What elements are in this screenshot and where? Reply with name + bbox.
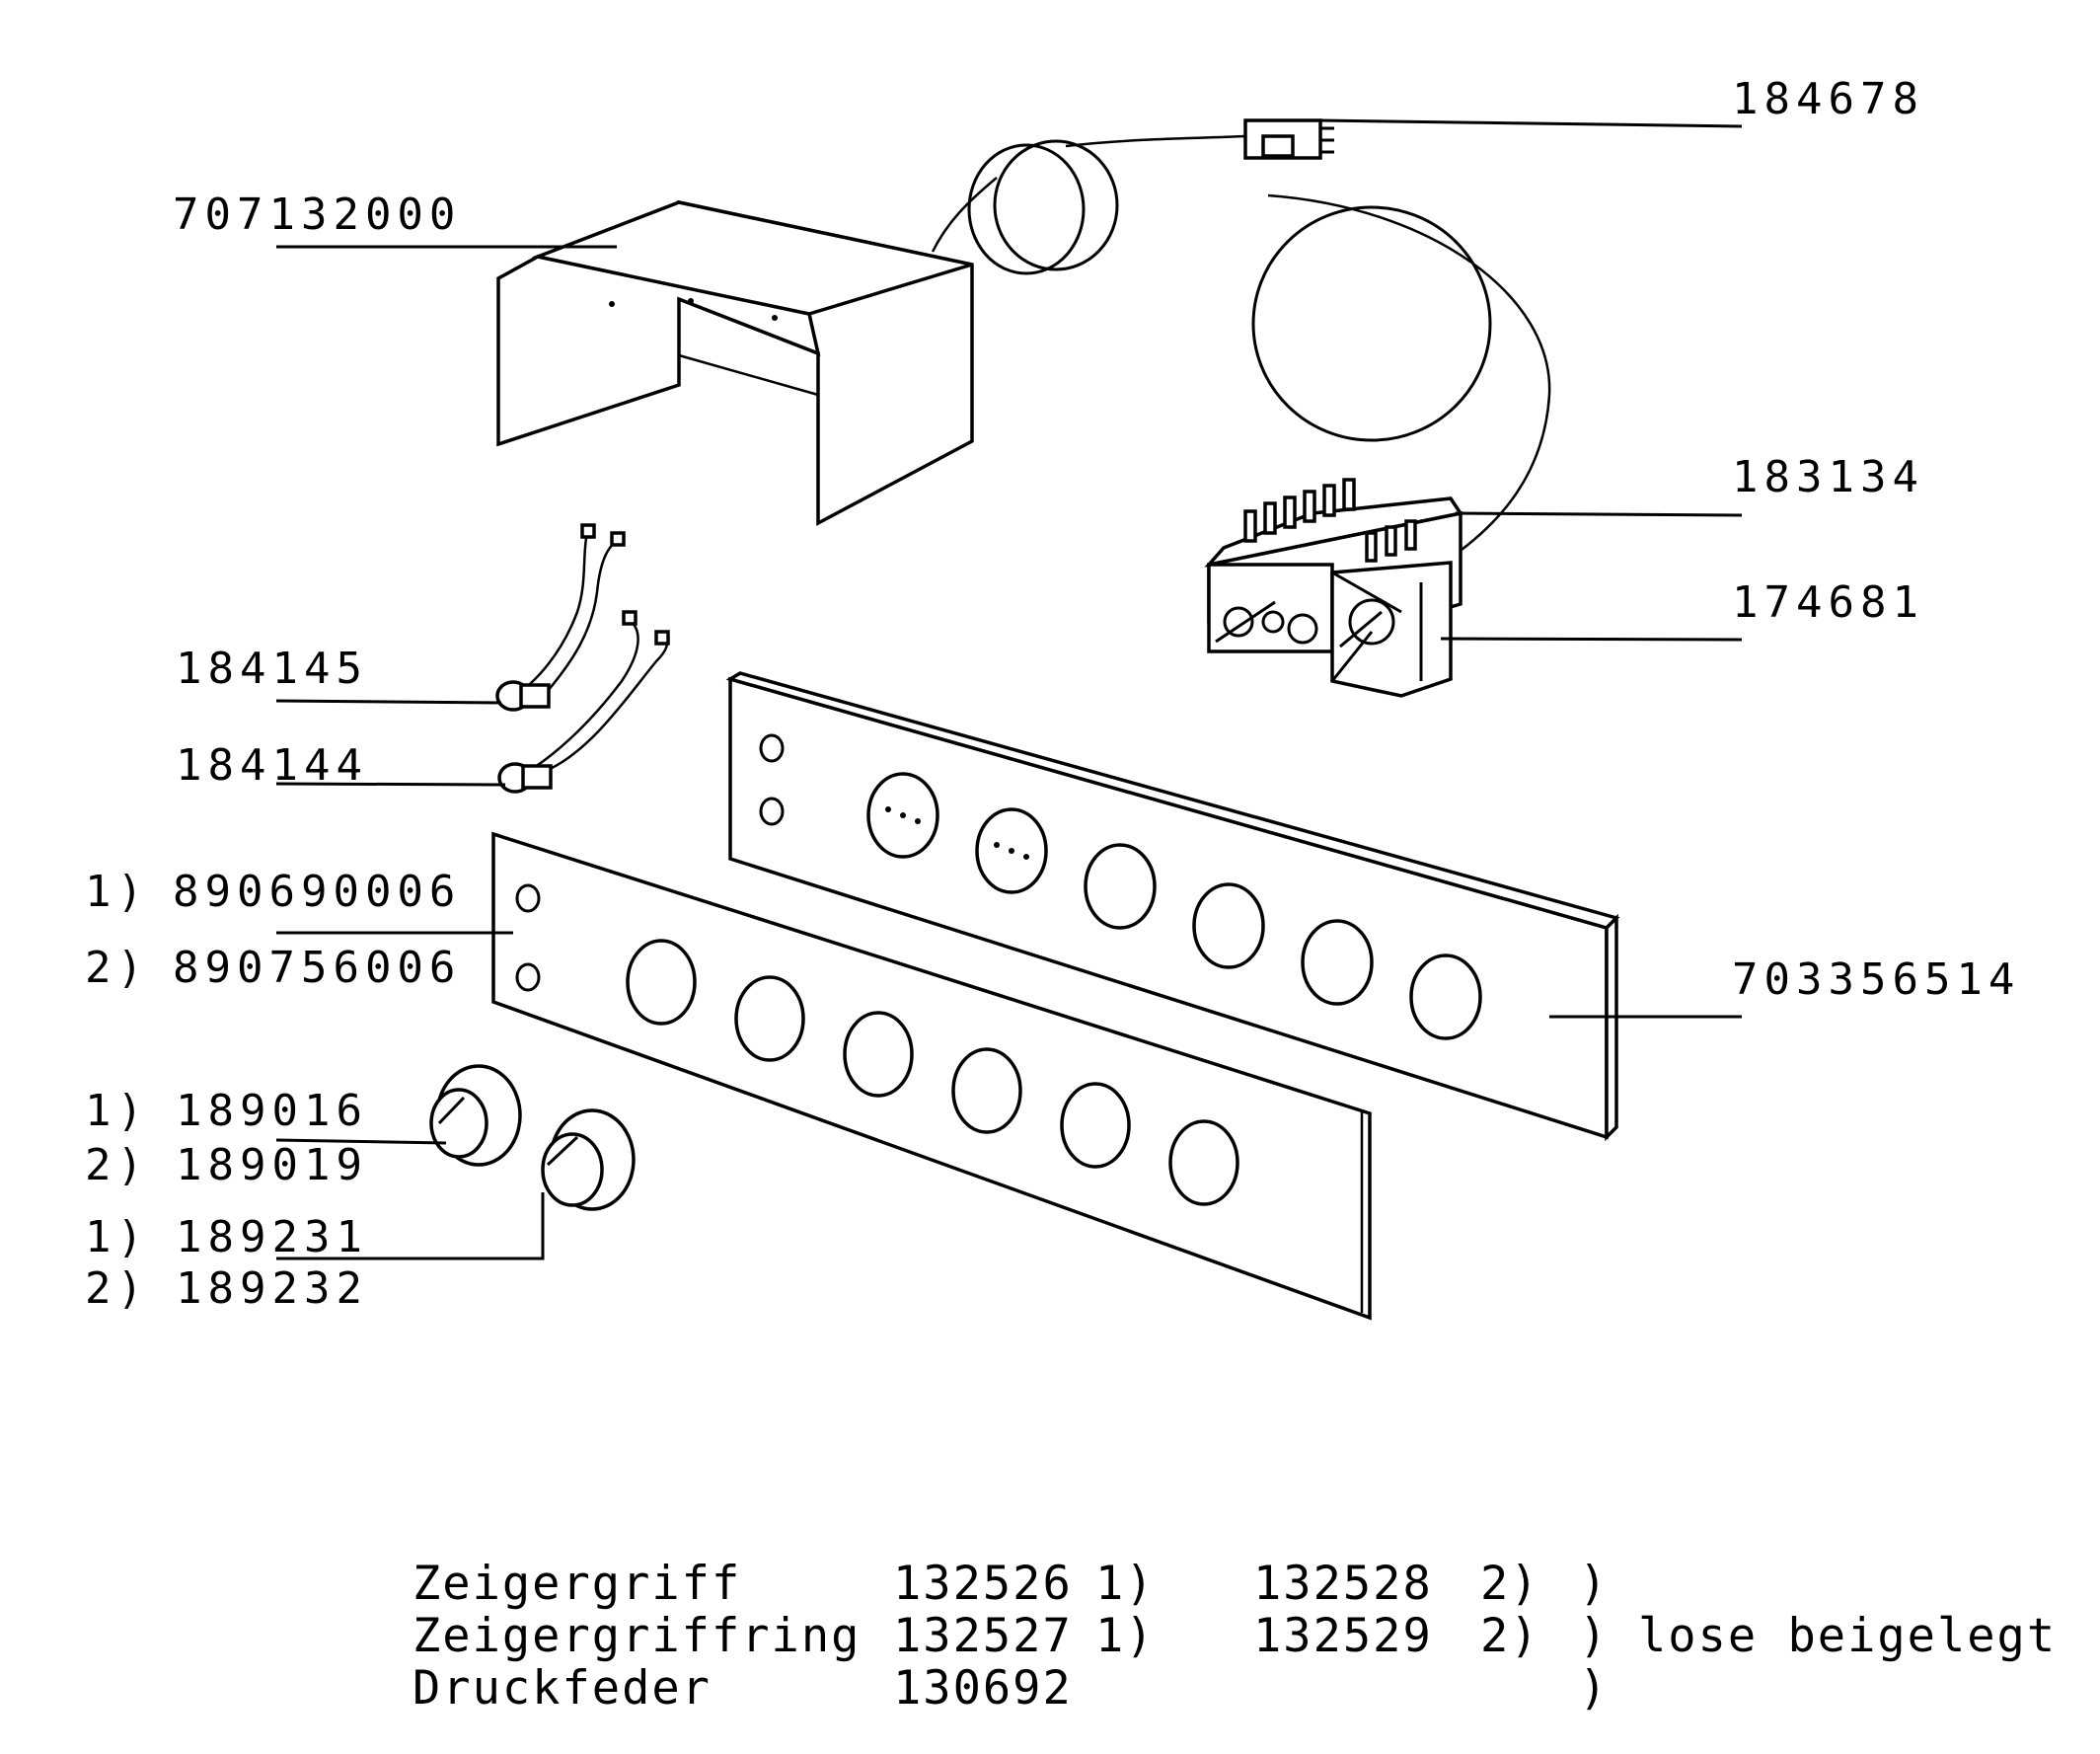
knob-upper <box>429 1064 522 1167</box>
part-labels: 184678 707132000 183134 174681 184145 18… <box>85 74 2020 1314</box>
marker-2: 2) <box>85 1140 149 1190</box>
table-part-number: 132529 <box>1253 1609 1433 1663</box>
label-184144: 184144 <box>176 740 368 791</box>
table-part-number: 132526 <box>893 1557 1073 1611</box>
control-panel-front <box>491 831 1372 1321</box>
signal-lamp-lower <box>497 610 670 794</box>
leader-lines <box>275 118 1743 1260</box>
table-marker: 2) <box>1480 1609 1540 1663</box>
table-bracket: ) <box>1579 1661 1609 1716</box>
table-item-name: Druckfeder <box>412 1661 712 1716</box>
capillary-coil-lower <box>1251 193 1551 560</box>
label-174681: 174681 <box>1732 577 1924 628</box>
table-marker: 2) <box>1480 1557 1540 1611</box>
control-panel-back <box>725 671 1620 1142</box>
label-703356514: 703356514 <box>1732 954 2020 1005</box>
label-890690006: 890690006 <box>173 867 461 917</box>
marker-2: 2) <box>85 1263 149 1314</box>
parts-table: Zeigergriff 132526 1) 132528 2) ) Zeiger… <box>412 1557 2057 1716</box>
capillary-coil-upper <box>931 134 1246 275</box>
table-row: Zeigergriff 132526 1) 132528 2) ) <box>412 1557 1609 1611</box>
knob-lower <box>541 1108 636 1211</box>
signal-lamp-upper <box>495 523 626 712</box>
label-707132000: 707132000 <box>173 190 461 240</box>
thermostat-part <box>1330 519 1453 698</box>
table-note: lose beigelegt <box>1638 1609 2057 1663</box>
label-189016: 189016 <box>176 1086 368 1136</box>
table-row: Zeigergriffring 132527 1) 132529 2) ) lo… <box>412 1609 2057 1663</box>
label-184678: 184678 <box>1732 74 1924 124</box>
table-part-number: 132528 <box>1253 1557 1433 1611</box>
label-890756006: 890756006 <box>173 943 461 993</box>
marker-1: 1) <box>85 1086 149 1136</box>
marker-1: 1) <box>85 867 149 917</box>
marker-2: 2) <box>85 943 149 993</box>
table-row: Druckfeder 130692 ) <box>412 1661 1609 1716</box>
table-marker: 1) <box>1095 1609 1156 1663</box>
table-bracket: ) <box>1579 1609 1609 1663</box>
table-item-name: Zeigergriff <box>412 1557 741 1611</box>
label-183134: 183134 <box>1732 452 1924 502</box>
table-item-name: Zeigergriffring <box>412 1609 861 1663</box>
microswitch-part <box>1243 118 1334 160</box>
table-bracket: ) <box>1579 1557 1609 1611</box>
label-189019: 189019 <box>176 1140 368 1190</box>
table-marker: 1) <box>1095 1557 1156 1611</box>
cover-housing-part <box>496 199 974 526</box>
label-189231: 189231 <box>176 1212 368 1262</box>
label-184145: 184145 <box>176 644 368 694</box>
marker-1: 1) <box>85 1212 149 1262</box>
label-189232: 189232 <box>176 1263 368 1314</box>
table-part-number: 132527 <box>893 1609 1073 1663</box>
table-part-number: 130692 <box>893 1661 1073 1716</box>
